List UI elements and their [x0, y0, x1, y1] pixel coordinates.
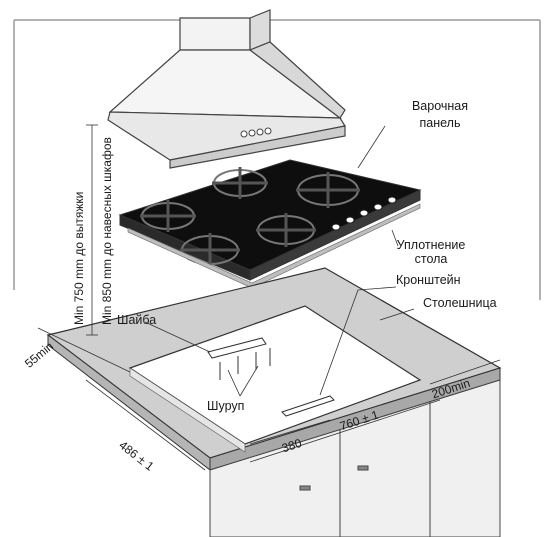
leader-lines: [144, 125, 415, 397]
label-screw: Шуруп: [207, 399, 245, 413]
seal-strip: [127, 203, 421, 289]
dim-cabinet-height: Min 850 mm до навесных шкафов: [100, 137, 114, 325]
cabinet: [209, 379, 501, 537]
label-washer: Шайба: [117, 313, 157, 327]
wall-outline: [13, 19, 541, 300]
label-hob: Варочная панель: [411, 99, 469, 130]
countertop: [46, 267, 502, 472]
label-bracket: Кронштейн: [396, 273, 461, 287]
hob-panel: [118, 159, 422, 281]
range-hood: [107, 9, 346, 169]
screws: [219, 348, 271, 380]
dimension-lines: [37, 124, 501, 471]
bracket: [207, 337, 335, 417]
dim-hood-height: Min 750 mm до вытяжки: [72, 191, 86, 325]
label-seal: Уплотнение стола: [396, 238, 466, 266]
label-countertop: Столешница: [423, 296, 497, 310]
